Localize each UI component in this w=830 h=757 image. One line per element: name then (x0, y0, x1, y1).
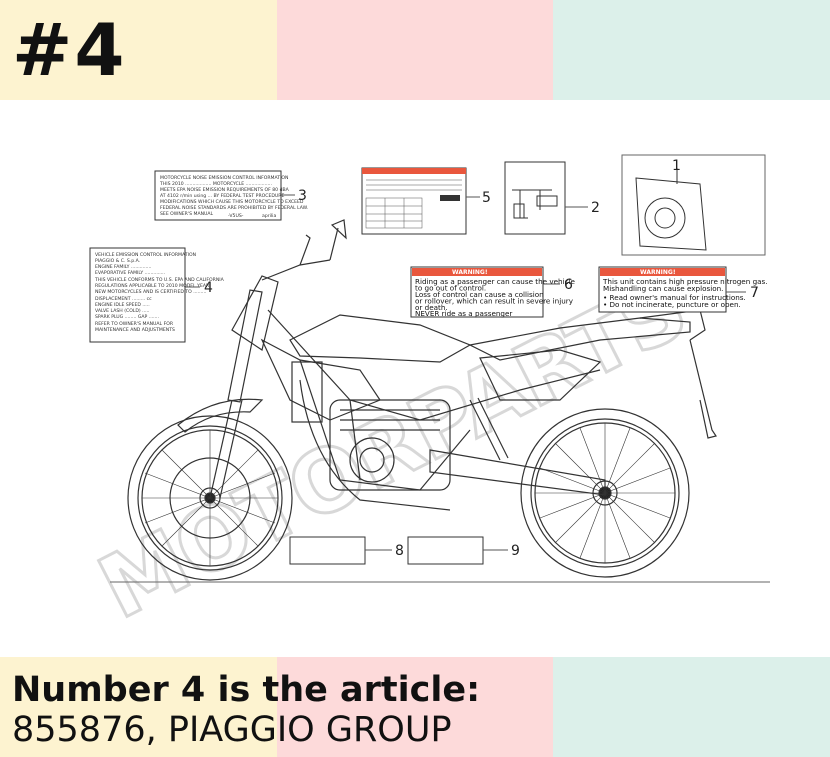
top-color-band (0, 0, 830, 100)
svg-text:• Do not incinerate, puncture: • Do not incinerate, puncture or open. (603, 300, 741, 309)
decal-4-emission-label: VEHICLE EMISSION CONTROL INFORMATION PIA… (89, 247, 225, 343)
svg-text:FEDERAL NOISE STANDARDS ARE PR: FEDERAL NOISE STANDARDS ARE PROHIBITED B… (160, 205, 308, 211)
svg-text:ENGINE IDLE SPEED .....: ENGINE IDLE SPEED ..... (95, 302, 150, 308)
svg-text:aprilia: aprilia (262, 213, 276, 219)
decal-2-label (504, 161, 588, 235)
motorcycle-drawing (127, 219, 717, 581)
callout-5: 5 (482, 190, 491, 206)
svg-text:REFER TO OWNER'S MANUAL FOR: REFER TO OWNER'S MANUAL FOR (95, 321, 174, 327)
decal-5-table-label (361, 167, 480, 235)
callout-8: 8 (395, 543, 404, 559)
callout-6: 6 (564, 277, 573, 293)
svg-text:THIS VEHICLE CONFORMS TO U.S.: THIS VEHICLE CONFORMS TO U.S. EPA AND CA… (94, 277, 225, 283)
svg-text:PIAGGIO & C. S.p.A.: PIAGGIO & C. S.p.A. (95, 258, 140, 264)
callout-3: 3 (298, 188, 307, 204)
svg-text:MEETS EPA NOISE EMISSION REQUI: MEETS EPA NOISE EMISSION REQUIREMENTS OF… (160, 187, 290, 193)
article-caption-heading: Number 4 is the article: (12, 670, 481, 710)
svg-text:VEHICLE EMISSION CONTROL INFOR: VEHICLE EMISSION CONTROL INFORMATION (95, 252, 196, 258)
svg-text:WARNING!: WARNING! (640, 269, 676, 276)
parts-diagram: MOTORPARTS (83, 154, 770, 640)
article-caption-value: 855876, PIAGGIO GROUP (12, 710, 452, 750)
svg-text:MODIFICATIONS WHICH CAUSE THIS: MODIFICATIONS WHICH CAUSE THIS MOTORCYCL… (160, 199, 304, 205)
decal-1-box (621, 154, 766, 256)
item-number-heading: #4 (12, 8, 127, 92)
callout-9: 9 (511, 543, 520, 559)
decal-8-blank (289, 536, 392, 565)
svg-text:WARNING!: WARNING! (452, 269, 488, 276)
callout-7: 7 (750, 285, 759, 301)
svg-text:This unit contains high pressu: This unit contains high pressure nitroge… (602, 277, 768, 286)
decal-6-passenger-warning: WARNING! Riding as a passenger can cause… (410, 266, 576, 318)
svg-text:or rollover, which can result: or rollover, which can result in severe … (415, 297, 574, 306)
callout-2: 2 (591, 200, 600, 216)
svg-text:VALVE LASH (COLD) .....: VALVE LASH (COLD) ..... (95, 308, 149, 314)
decal-9-blank (407, 536, 508, 565)
svg-text:Mishandling can cause explosio: Mishandling can cause explosion. (603, 284, 723, 293)
callout-4: 4 (204, 280, 213, 296)
decal-7-gas-warning: WARNING! This unit contains high pressur… (598, 266, 768, 313)
svg-text:Loss of control can cause a co: Loss of control can cause a collision (415, 290, 544, 299)
svg-text:• Read owner's manual for inst: • Read owner's manual for instructions. (603, 293, 746, 302)
svg-text:THIS 2010 .................. M: THIS 2010 .................. MOTORCYCLE … (159, 181, 272, 187)
svg-text:to go out of control.: to go out of control. (415, 284, 486, 293)
svg-text:MAINTENANCE AND ADJUSTMENTS: MAINTENANCE AND ADJUSTMENTS (95, 327, 175, 333)
decal-3-noise-label: MOTORCYCLE NOISE EMISSION CONTROL INFORM… (154, 170, 308, 221)
svg-text:or death.: or death. (415, 303, 448, 312)
svg-text:EVAPORATIVE FAMILY ...........: EVAPORATIVE FAMILY .............. (95, 270, 165, 276)
svg-text:MOTORCYCLE NOISE EMISSION CONT: MOTORCYCLE NOISE EMISSION CONTROL INFORM… (160, 175, 288, 181)
svg-text:NEVER ride as a passenger: NEVER ride as a passenger (415, 309, 512, 318)
svg-text:AT 4102 r/min using ... BY FED: AT 4102 r/min using ... BY FEDERAL TEST … (160, 193, 284, 199)
svg-text:Riding as a passenger can caus: Riding as a passenger can cause the vehi… (415, 277, 576, 286)
svg-text:SPARK PLUG ........ GAP ......: SPARK PLUG ........ GAP ....... (95, 314, 159, 320)
svg-text:REGULATIONS APPLICABLE TO 2010: REGULATIONS APPLICABLE TO 2010 MODEL YEA… (95, 283, 210, 289)
bottom-color-band (0, 657, 830, 757)
svg-text:DISPLACEMENT ......... cc: DISPLACEMENT ......... cc (95, 296, 152, 302)
svg-text:NEW MOTORCYCLES AND IS CERTIFI: NEW MOTORCYCLES AND IS CERTIFIED TO ....… (95, 289, 206, 295)
svg-text:-V5US-: -V5US- (228, 213, 244, 219)
callout-1: 1 (672, 158, 681, 174)
svg-text:SEE OWNER'S MANUAL: SEE OWNER'S MANUAL (160, 211, 214, 217)
svg-text:ENGINE FAMILY ..............: ENGINE FAMILY .............. (95, 264, 151, 270)
